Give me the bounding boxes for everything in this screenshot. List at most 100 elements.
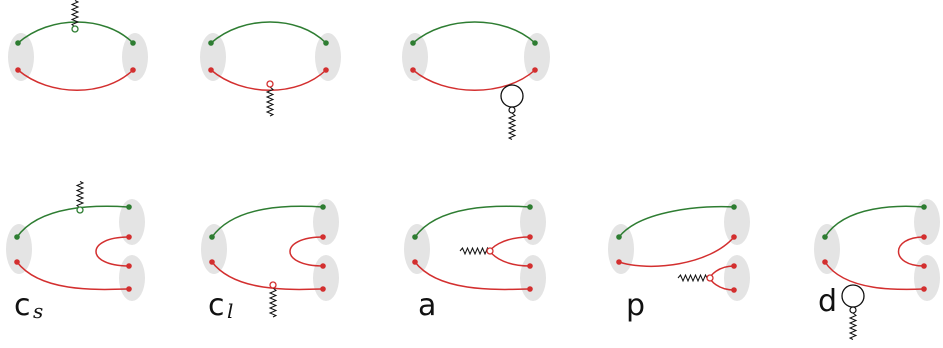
diagram-top-green-vertex xyxy=(8,0,148,91)
endpoint-green-left xyxy=(15,40,21,46)
label-cl-sub: l xyxy=(227,299,233,323)
source-blob-left xyxy=(402,33,428,81)
tadpole-vertex xyxy=(508,106,516,114)
red-loop-propagator xyxy=(289,236,324,267)
endpoint-red-right-b xyxy=(320,263,326,269)
endpoint-red-left xyxy=(410,67,416,73)
red-loop-propagator xyxy=(897,236,925,267)
photon-wavy-line xyxy=(848,312,858,340)
green-propagator xyxy=(210,21,327,44)
tadpole-vertex xyxy=(849,306,857,314)
source-blob-right-bottom xyxy=(724,255,750,301)
photon-wavy-line xyxy=(70,0,80,28)
endpoint-red-right-b xyxy=(731,263,737,269)
endpoint-green-left xyxy=(616,234,622,240)
label-cl-main: c xyxy=(208,288,225,323)
endpoint-red-left xyxy=(822,259,828,265)
endpoint-red-left xyxy=(14,259,20,265)
endpoint-red-right xyxy=(130,67,136,73)
photon-wavy-line xyxy=(677,273,708,283)
vertex-open xyxy=(486,247,494,255)
diagram-top-red-vertex xyxy=(200,21,341,117)
source-blob-left xyxy=(200,33,226,81)
source-blob-right-bottom xyxy=(119,255,145,301)
endpoint-red-right-c xyxy=(126,286,132,292)
endpoint-red-right-a xyxy=(320,234,326,240)
red-propagator xyxy=(17,69,134,91)
endpoint-green-left xyxy=(410,40,416,46)
green-propagator xyxy=(824,205,925,238)
diagram-cs: c s xyxy=(6,181,145,323)
endpoint-green-left xyxy=(209,234,215,240)
photon-wavy-line xyxy=(459,246,490,256)
endpoint-red-left xyxy=(616,259,622,265)
endpoint-red-right-c xyxy=(921,286,927,292)
red-propagator xyxy=(211,261,324,291)
vertex-open xyxy=(71,25,79,33)
endpoint-red-left xyxy=(15,67,21,73)
vertex-open xyxy=(76,206,84,214)
endpoint-red-right-c xyxy=(320,286,326,292)
green-propagator xyxy=(16,205,130,238)
endpoint-red-right-a xyxy=(731,234,737,240)
endpoint-green-right xyxy=(130,40,136,46)
endpoint-red-left xyxy=(208,67,214,73)
photon-wavy-line xyxy=(75,181,85,209)
green-propagator xyxy=(414,205,531,238)
endpoint-green-right xyxy=(921,204,927,210)
red-loop-propagator xyxy=(95,236,130,267)
red-propagator xyxy=(824,261,925,291)
source-blob-right xyxy=(122,33,148,81)
photon-wavy-line xyxy=(265,86,275,117)
red-propagator xyxy=(16,261,130,291)
endpoint-red-right-a xyxy=(921,234,927,240)
endpoint-green-left xyxy=(14,234,20,240)
endpoint-red-left xyxy=(412,259,418,265)
source-blob-right-top xyxy=(914,199,940,245)
source-blob-right-top xyxy=(313,199,339,245)
endpoint-green-right xyxy=(532,40,538,46)
endpoint-red-right xyxy=(532,67,538,73)
label-p: p xyxy=(626,288,645,323)
source-blob-left xyxy=(814,224,840,274)
green-propagator xyxy=(618,205,735,238)
source-blob-right-top xyxy=(724,199,750,245)
source-blob-left xyxy=(6,224,32,274)
endpoint-green-left xyxy=(412,234,418,240)
label-cs-main: c xyxy=(14,288,31,323)
endpoint-red-left xyxy=(209,259,215,265)
endpoint-red-right xyxy=(323,67,329,73)
source-blob-left xyxy=(8,33,34,81)
endpoint-green-right xyxy=(731,204,737,210)
tadpole-loop xyxy=(500,84,524,108)
endpoint-green-right xyxy=(323,40,329,46)
source-blob-right-bottom xyxy=(520,255,546,301)
diagram-a: a xyxy=(404,199,546,323)
source-blob-right-bottom xyxy=(313,255,339,301)
endpoint-red-right-a xyxy=(527,234,533,240)
vertex-open xyxy=(706,274,714,282)
red-propagator xyxy=(414,261,531,291)
vertex-open xyxy=(269,281,277,289)
tadpole-loop xyxy=(841,284,865,308)
diagram-top-tadpole xyxy=(402,21,550,140)
source-blob-right xyxy=(315,33,341,81)
endpoint-green-left xyxy=(208,40,214,46)
source-blob-right-top xyxy=(119,199,145,245)
label-d: d xyxy=(818,284,837,319)
endpoint-red-right-c xyxy=(527,286,533,292)
red-propagator xyxy=(618,236,735,267)
diagram-cl: c l xyxy=(201,199,339,323)
endpoint-red-right-b xyxy=(921,263,927,269)
source-blob-right-top xyxy=(520,199,546,245)
endpoint-green-right xyxy=(527,204,533,210)
source-blob-left xyxy=(404,224,430,274)
green-propagator xyxy=(412,21,536,44)
vertex-open xyxy=(266,80,274,88)
endpoint-green-right xyxy=(320,204,326,210)
photon-wavy-line xyxy=(507,112,517,140)
photon-wavy-line xyxy=(268,287,278,318)
source-blob-right-bottom xyxy=(914,255,940,301)
endpoint-red-right-c xyxy=(731,287,737,293)
